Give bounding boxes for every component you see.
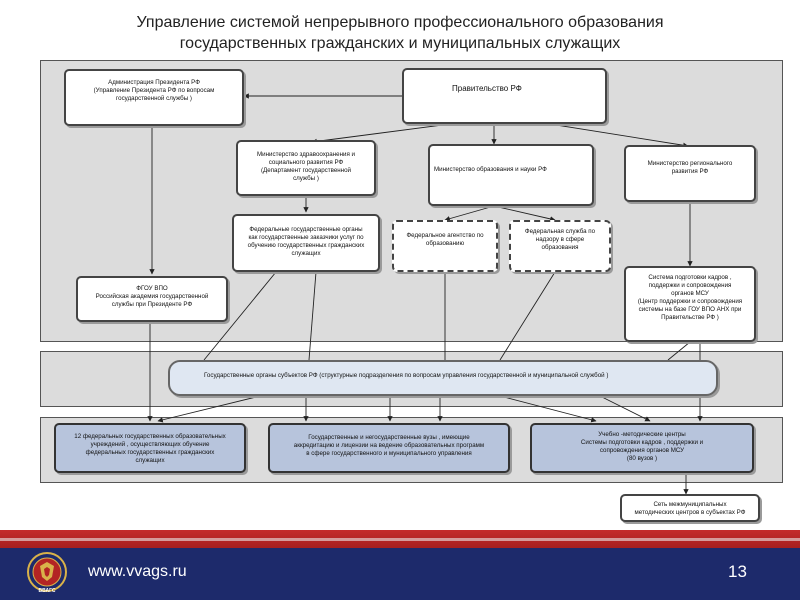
- federal-organs-box: Федеральные государственные органы как г…: [232, 214, 380, 272]
- fedorgans-line-1: Федеральные государственные органы: [249, 226, 363, 233]
- agency-line-1: Федеральное агентство по: [406, 232, 484, 239]
- interregional-centers-box: Сеть межмуниципальных методических центр…: [620, 494, 760, 522]
- government-label: Правительство РФ: [452, 84, 522, 93]
- service-line-2: надзору в сфере: [535, 236, 585, 243]
- page-title: Управление системой непрерывного професс…: [0, 12, 800, 54]
- methodical-line-2: Системы подготовки кадров , поддержки и: [580, 439, 704, 446]
- institutions-line-3: федеральных государственных гражданских: [85, 449, 215, 456]
- regional-line-2: развития РФ: [671, 168, 709, 175]
- agency-line-2: образованию: [425, 240, 465, 247]
- subject-organs-box: Государственные органы субъектов РФ (стр…: [168, 360, 718, 396]
- support-line-5: системы на базе ГОУ ВПО АНХ при: [638, 306, 742, 313]
- support-line-6: Правительстве РФ ): [661, 314, 719, 321]
- government-box: Правительство РФ: [402, 68, 607, 124]
- institutions-line-4: служащих: [135, 457, 165, 464]
- interregional-line-1: Сеть межмуниципальных: [653, 501, 727, 508]
- fedorgans-line-2: как государственные заказчики услуг по: [248, 234, 364, 241]
- service-line-1: Федеральная служба по: [524, 228, 596, 235]
- federal-service-box: Федеральная служба по надзору в сфере об…: [509, 220, 611, 272]
- academy-emblem: ВВАГС: [22, 550, 72, 600]
- interregional-line-2: методических центров в субъектах РФ: [634, 509, 746, 516]
- ministry-education-box: Министерство образования и науки РФ: [428, 144, 594, 206]
- education-label: Министерство образования и науки РФ: [434, 166, 547, 173]
- support-line-2: поддержки и сопровождения: [648, 282, 732, 289]
- subjects-label: Государственные органы субъектов РФ (стр…: [204, 372, 609, 379]
- presidential-administration-box: Администрация Президента РФ (Управление …: [64, 69, 244, 126]
- ministry-health-box: Министерство здравоохранения и социально…: [236, 140, 376, 196]
- health-line-3: (Департамент государственной: [260, 167, 351, 174]
- admin-line-2: (Управление Президента РФ по вопросам: [93, 87, 215, 94]
- page-number: 13: [728, 562, 747, 581]
- health-line-2: социального развития РФ: [268, 159, 344, 166]
- fgou-line-3: службы при Президенте РФ: [111, 301, 193, 308]
- admin-line-3: государственной службы ): [116, 95, 192, 102]
- admin-line-1: Администрация Президента РФ: [108, 79, 200, 86]
- footer-red-band: [0, 530, 800, 550]
- support-line-4: (Центр поддержки и сопровождения: [637, 298, 743, 305]
- fgou-line-1: ФГОУ ВПО: [136, 285, 168, 292]
- title-line-2: государственных гражданских и муниципаль…: [179, 35, 621, 52]
- methodical-line-1: Учебно -методические центры: [598, 431, 686, 438]
- service-line-3: образования: [541, 244, 579, 251]
- title-line-1: Управление системой непрерывного професс…: [136, 14, 664, 31]
- ministry-regional-box: Министерство регионального развития РФ: [624, 145, 756, 202]
- methodical-line-4: (80 вузов ): [626, 455, 658, 462]
- support-line-1: Система подготовки кадров ,: [648, 274, 732, 281]
- emblem-icon: [27, 552, 67, 592]
- universities-line-3: в сфере государственного и муниципальног…: [306, 450, 472, 457]
- health-line-4: службы ): [293, 175, 319, 182]
- universities-box: Государственные и негосударственные вузы…: [268, 423, 510, 473]
- support-line-3: органов МСУ: [671, 290, 709, 297]
- federal-institutions-box: 12 федеральных государственных образоват…: [54, 423, 246, 473]
- universities-line-2: аккредитацию и лицензии на ведение образ…: [293, 442, 485, 449]
- institutions-line-1: 12 федеральных государственных образоват…: [74, 433, 226, 440]
- methodical-line-3: сопровождения органов МСУ: [599, 447, 685, 454]
- website-link[interactable]: www.vvags.ru: [88, 563, 187, 580]
- fedorgans-line-4: служащих: [291, 250, 321, 257]
- emblem-caption: ВВАГС: [38, 588, 56, 594]
- federal-agency-box: Федеральное агентство по образованию: [392, 220, 498, 272]
- universities-line-1: Государственные и негосударственные вузы…: [308, 434, 470, 441]
- footer-blue-band: [0, 548, 800, 600]
- rags-academy-box: ФГОУ ВПО Российская академия государстве…: [76, 276, 228, 322]
- fedorgans-line-3: обучению государственных гражданских: [247, 242, 365, 249]
- institutions-line-2: учреждений , осуществляющих обучение: [90, 441, 210, 448]
- fgou-line-2: Российская академия государственной: [95, 293, 209, 300]
- support-system-box: Система подготовки кадров , поддержки и …: [624, 266, 756, 342]
- regional-line-1: Министерство регионального: [647, 160, 733, 167]
- methodical-centers-box: Учебно -методические центры Системы подг…: [530, 423, 754, 473]
- health-line-1: Министерство здравоохранения и: [257, 151, 355, 158]
